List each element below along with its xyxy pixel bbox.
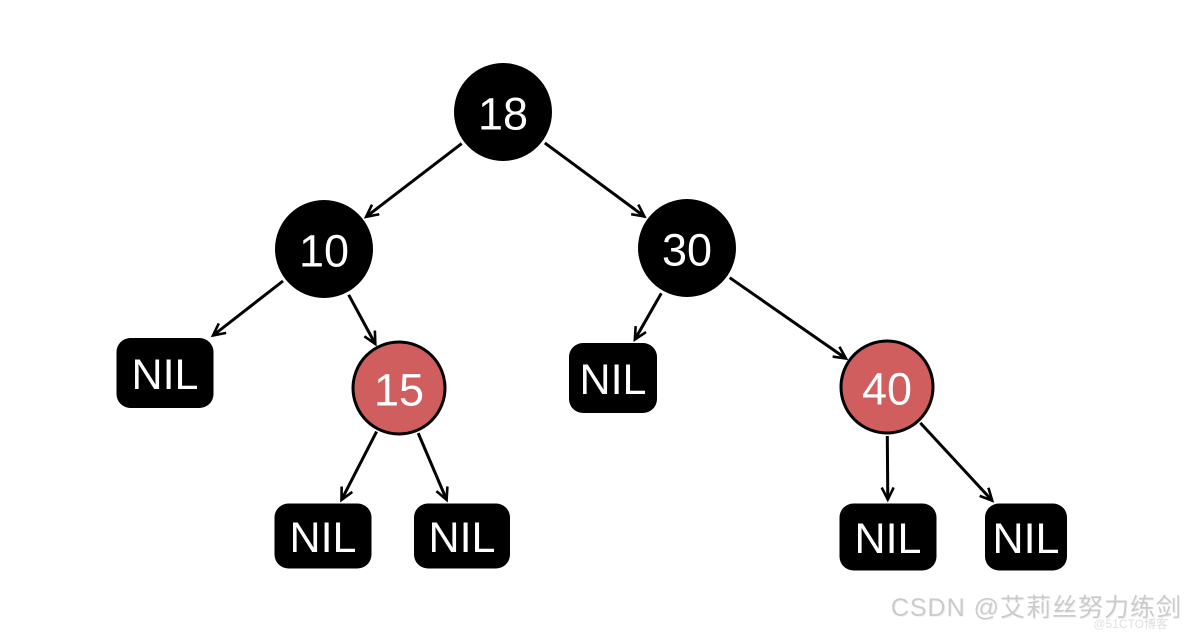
node-label-nil4: NIL xyxy=(429,514,496,562)
nil-leaf-node-nil2: NIL xyxy=(569,343,657,413)
edge-n10-nil1 xyxy=(213,279,284,336)
tree-node-10: 10 xyxy=(275,200,373,298)
node-label-nil2: NIL xyxy=(580,356,647,404)
watermark-51cto: @51CTO博客 xyxy=(1093,617,1168,631)
nil-leaf-node-nil5: NIL xyxy=(839,503,937,571)
edge-n10-n15 xyxy=(347,294,376,344)
nil-leaf-node-nil3: NIL xyxy=(274,503,372,569)
black-node-circle xyxy=(454,63,552,161)
watermark-csdn: CSDN @艾莉丝努力练剑 xyxy=(890,594,1182,622)
node-label-n10: 10 xyxy=(299,226,349,277)
nil-leaf-node-nil1: NIL xyxy=(116,338,214,408)
red-node-circle xyxy=(839,339,935,435)
edge-n30-nil2 xyxy=(635,292,663,339)
edge-n15-nil4 xyxy=(416,432,446,500)
edge-n18-n10 xyxy=(366,142,463,217)
nil-leaf-rect xyxy=(414,503,510,569)
edge-n40-nil5 xyxy=(887,435,888,500)
tree-node-30: 30 xyxy=(638,199,736,297)
nil-leaf-rect xyxy=(569,343,657,413)
red-node-circle xyxy=(351,340,447,436)
edge-n15-nil3 xyxy=(340,430,378,500)
nil-leaf-node-nil4: NIL xyxy=(414,503,510,569)
tree-node-40: 40 xyxy=(839,339,935,435)
nil-leaf-rect xyxy=(116,338,214,408)
edge-n30-n40 xyxy=(728,276,846,359)
edge-n40-nil6 xyxy=(919,421,992,501)
nil-leaf-node-nil6: NIL xyxy=(985,503,1067,571)
tree-node-15: 15 xyxy=(351,340,447,436)
node-label-nil6: NIL xyxy=(993,515,1060,563)
nil-leaf-rect xyxy=(839,503,937,571)
node-label-nil5: NIL xyxy=(855,515,922,563)
nil-leaf-rect xyxy=(985,503,1067,571)
node-label-nil3: NIL xyxy=(290,514,357,562)
node-label-n18: 18 xyxy=(478,89,528,140)
black-node-circle xyxy=(275,200,373,298)
node-label-n40: 40 xyxy=(862,364,912,415)
black-node-circle xyxy=(638,199,736,297)
edge-n18-n30 xyxy=(543,141,645,217)
node-label-nil1: NIL xyxy=(132,351,199,399)
nil-leaf-rect xyxy=(274,503,372,569)
node-label-n15: 15 xyxy=(374,365,424,416)
tree-node-18: 18 xyxy=(454,63,552,161)
node-label-n30: 30 xyxy=(662,225,712,276)
